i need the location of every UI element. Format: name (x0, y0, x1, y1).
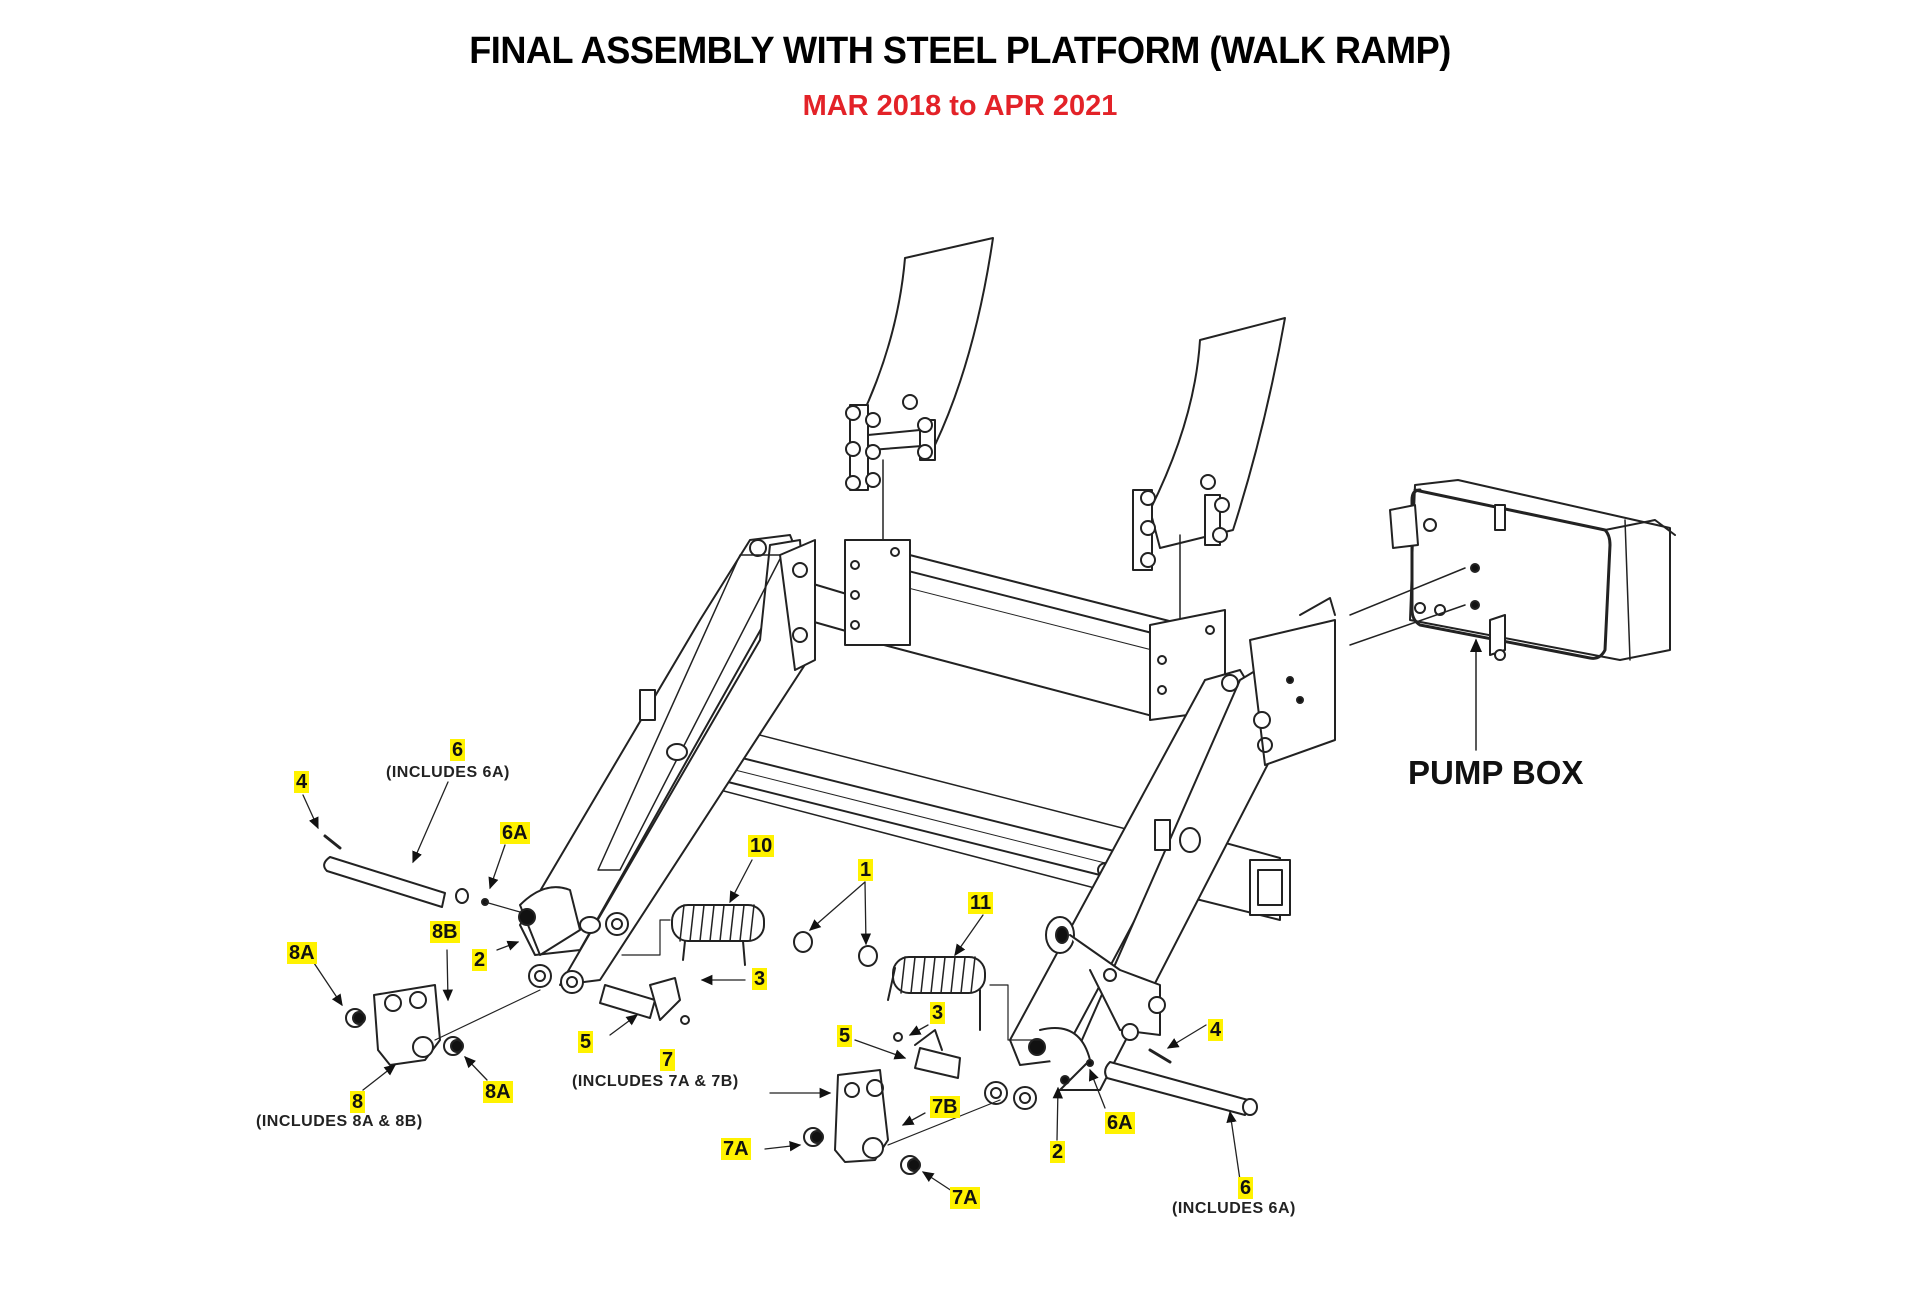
spring-10 (621, 904, 765, 966)
note-includes-7a-7b: (INCLUDES 7A & 7B) (572, 1073, 739, 1090)
left-bracket-8 (345, 984, 541, 1066)
callout-8a-right: 8A (483, 1081, 513, 1103)
right-bracket-7 (803, 1069, 1001, 1175)
left-pin-assembly (323, 834, 521, 913)
callout-8: 8 (350, 1091, 366, 1113)
callout-2-left: 2 (472, 949, 488, 971)
bushing-1-right (858, 945, 878, 967)
right-pin-assembly (1060, 1048, 1258, 1116)
callout-3-right: 3 (930, 1002, 946, 1024)
upper-cross-tube (799, 539, 1226, 721)
callout-7b: 7B (930, 1096, 960, 1118)
left-ramp-plate (845, 237, 994, 541)
right-loader-arm (984, 597, 1336, 1110)
callout-6a-right: 6A (1105, 1112, 1135, 1134)
callout-7a-left: 7A (721, 1138, 751, 1160)
callout-8a-left: 8A (287, 942, 317, 964)
date-range: MAR 2018 to APR 2021 (802, 90, 1118, 122)
callout-5-right: 5 (837, 1025, 853, 1047)
lower-cross-beam (719, 729, 1131, 893)
callout-4-right: 4 (1208, 1019, 1224, 1041)
callout-6-left: 6 (450, 739, 466, 761)
left-pivot-pin-5 (599, 977, 690, 1025)
note-includes-6a-right: (INCLUDES 6A) (1172, 1200, 1296, 1217)
callout-8b: 8B (430, 921, 460, 943)
spring-11 (887, 956, 1041, 1041)
callout-3-left: 3 (752, 968, 768, 990)
pump-box-drawing (1349, 479, 1676, 751)
note-includes-8a-8b: (INCLUDES 8A & 8B) (256, 1113, 423, 1130)
right-pivot-pin-5 (893, 1029, 961, 1079)
right-ramp-plate (1132, 317, 1286, 626)
callout-7a-right: 7A (950, 1187, 980, 1209)
callout-11: 11 (968, 892, 994, 914)
callout-4-left: 4 (294, 771, 310, 793)
callout-1: 1 (858, 859, 874, 881)
leader-lines (302, 781, 1241, 1194)
callout-6-right: 6 (1238, 1177, 1254, 1199)
pump-box-label: PUMP BOX (1408, 754, 1584, 791)
left-loader-arm (518, 534, 816, 994)
callout-5-left: 5 (578, 1031, 594, 1053)
diagram-title: FINAL ASSEMBLY WITH STEEL PLATFORM (WALK… (469, 30, 1451, 72)
callout-6a-left: 6A (500, 822, 530, 844)
callout-2-right: 2 (1050, 1141, 1066, 1163)
callout-7: 7 (660, 1049, 676, 1071)
bushing-1-left (793, 931, 813, 953)
callout-10: 10 (748, 835, 775, 857)
note-includes-6a-left: (INCLUDES 6A) (386, 764, 510, 781)
